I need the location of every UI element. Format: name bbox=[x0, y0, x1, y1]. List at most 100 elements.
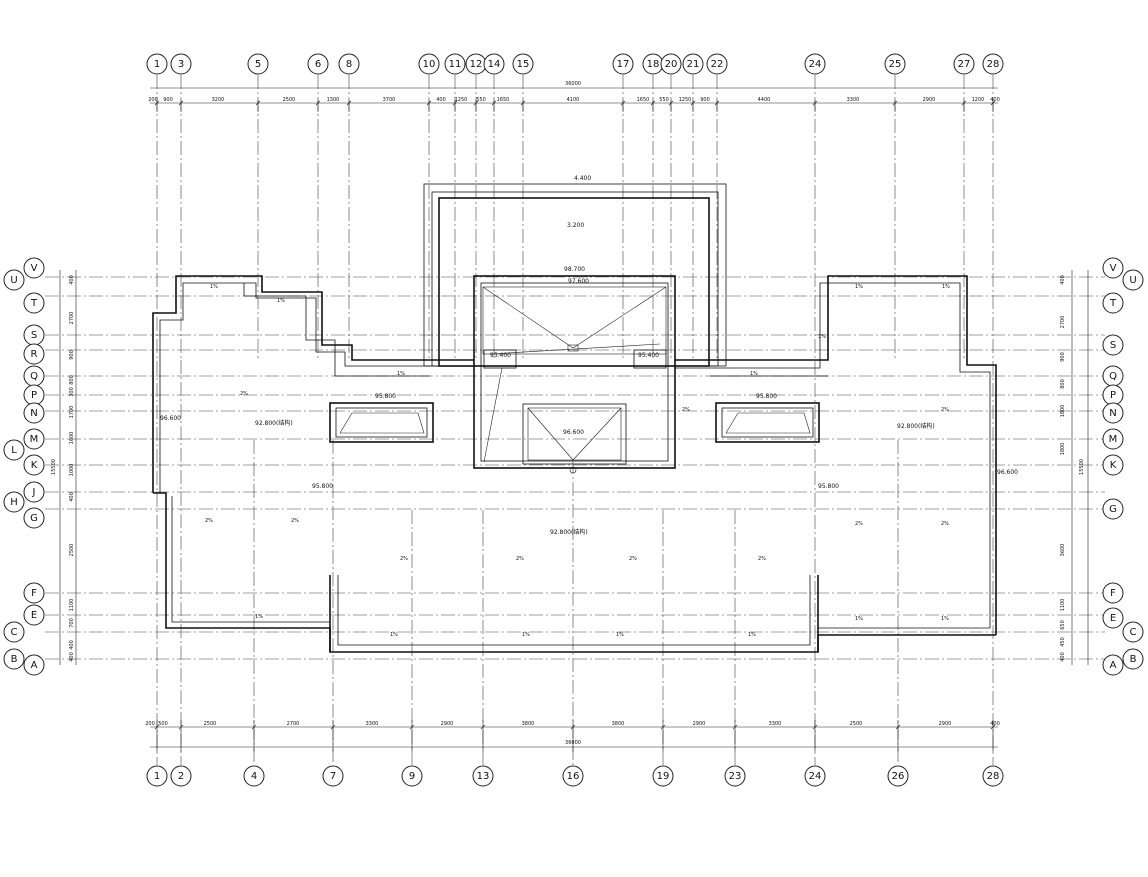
dim-top-total: 36000 bbox=[565, 81, 581, 87]
dim-top-segment: 200 bbox=[148, 97, 158, 103]
axis-bubble-circle bbox=[23, 292, 45, 314]
axis-bubble-label: J bbox=[32, 487, 36, 498]
axis-bubble-label: E bbox=[1110, 613, 1116, 624]
axis-bubble-right: A bbox=[1102, 654, 1124, 676]
elev-label: 95.800 bbox=[818, 483, 839, 490]
elev-label: 3.200 bbox=[567, 222, 584, 229]
axis-bubble-label: V bbox=[31, 263, 38, 274]
slope-label: 1% bbox=[941, 616, 949, 622]
elev-label: 96.600 bbox=[563, 429, 584, 436]
axis-bubble-bottom: 2 bbox=[170, 765, 192, 787]
slope-labels: 1% 1% 1% 1% 1% 2% 2% 2% 2% 2% 2% 2% 2% 2… bbox=[205, 284, 950, 638]
axis-bubble-label: G bbox=[1109, 504, 1117, 515]
axis-bubble-top: 28 bbox=[982, 53, 1004, 75]
axis-bubble-label: 4 bbox=[251, 771, 257, 782]
dim-bottom-segment: 500 bbox=[158, 721, 168, 727]
axis-bubble-label: V bbox=[1110, 263, 1117, 274]
slope-label: 1% bbox=[616, 632, 624, 638]
axis-bubble-label: M bbox=[1109, 434, 1118, 445]
axis-bubble-label: A bbox=[1110, 660, 1117, 671]
axis-bubble-label: 6 bbox=[315, 59, 321, 70]
dim-top-segment: 2500 bbox=[283, 97, 296, 103]
axis-bubble-circle bbox=[1122, 269, 1144, 291]
axis-bubble-right: V bbox=[1102, 257, 1124, 279]
axis-bubble-circle bbox=[23, 654, 45, 676]
slope-label: 2% bbox=[682, 407, 690, 413]
axis-bubble-left: C bbox=[3, 621, 25, 643]
dim-right-segment: 900 bbox=[1060, 352, 1066, 362]
axis-bubble-circle bbox=[953, 53, 975, 75]
axis-bubble-bottom: 28 bbox=[982, 765, 1004, 787]
dim-left-segment: 2700 bbox=[69, 312, 75, 325]
axis-bubble-bottom: 13 bbox=[472, 765, 494, 787]
dim-top-segment: 1250 bbox=[679, 97, 692, 103]
axis-bubble-circle bbox=[3, 491, 25, 513]
axis-bubble-bottom: 23 bbox=[724, 765, 746, 787]
elev-label: 96.600 bbox=[997, 469, 1018, 476]
axis-bubble-bottom: 1 bbox=[146, 765, 168, 787]
axis-bubble-label: 10 bbox=[423, 59, 436, 70]
axis-bubble-left: E bbox=[23, 604, 45, 626]
dim-left-segment: 400 bbox=[69, 640, 75, 650]
axis-bubble-circle bbox=[247, 53, 269, 75]
axis-bubble-label: F bbox=[31, 588, 37, 599]
axis-bubble-label: 20 bbox=[665, 59, 678, 70]
axis-bubble-label: 26 bbox=[892, 771, 905, 782]
axis-bubble-label: 1 bbox=[154, 771, 160, 782]
axis-bubble-circle bbox=[23, 343, 45, 365]
dim-right-segment: 400 bbox=[1060, 652, 1066, 662]
slope-label: 2% bbox=[855, 521, 863, 527]
dim-bottom-segment: 3300 bbox=[366, 721, 379, 727]
axis-bubble-label: M bbox=[30, 434, 39, 445]
axis-bubble-circle bbox=[243, 765, 265, 787]
slope-label: 1% bbox=[397, 371, 405, 377]
axis-bubble-circle bbox=[1122, 621, 1144, 643]
axis-bubble-circle bbox=[1102, 292, 1124, 314]
axis-bubble-right: P bbox=[1102, 384, 1124, 406]
axis-bubble-top: 1 bbox=[146, 53, 168, 75]
dim-left-segment: 400 bbox=[69, 492, 75, 502]
axis-bubble-circle bbox=[1102, 607, 1124, 629]
axis-bubble-bottom: 16 bbox=[562, 765, 584, 787]
axis-bubble-circle bbox=[146, 765, 168, 787]
slope-label: 1% bbox=[818, 334, 826, 340]
axis-bubble-left: H bbox=[3, 491, 25, 513]
axis-bubble-right: N bbox=[1102, 402, 1124, 424]
slope-label: 1% bbox=[855, 284, 863, 290]
dim-bottom-segment: 3800 bbox=[612, 721, 625, 727]
axis-bubble-top: 21 bbox=[682, 53, 704, 75]
axis-bubble-label: 5 bbox=[255, 59, 261, 70]
dim-right-segment: 1100 bbox=[1060, 599, 1066, 612]
dim-bottom-segment: 2500 bbox=[204, 721, 217, 727]
axis-bubble-circle bbox=[444, 53, 466, 75]
axis-bubble-circle bbox=[3, 621, 25, 643]
axis-bubble-left: L bbox=[3, 439, 25, 461]
axis-bubble-label: E bbox=[31, 610, 37, 621]
axis-bubble-circle bbox=[483, 53, 505, 75]
axis-bubble-label: C bbox=[11, 627, 18, 638]
axis-bubble-circle bbox=[887, 765, 909, 787]
axis-bubble-label: P bbox=[1110, 390, 1116, 401]
axis-bubble-label: 15 bbox=[517, 59, 530, 70]
axis-bubble-circle bbox=[23, 428, 45, 450]
dim-top-segment: 3300 bbox=[847, 97, 860, 103]
axis-bubble-top: 14 bbox=[483, 53, 505, 75]
dim-top-segment: 900 bbox=[163, 97, 173, 103]
axis-bubble-label: R bbox=[31, 349, 38, 360]
dim-bottom-segment: 2900 bbox=[693, 721, 706, 727]
axis-bubble-top: 12 bbox=[465, 53, 487, 75]
axis-bubble-circle bbox=[982, 765, 1004, 787]
axis-bubble-left: N bbox=[23, 402, 45, 424]
axis-bubble-circle bbox=[982, 53, 1004, 75]
axis-bubble-label: B bbox=[11, 654, 18, 665]
dim-top-segment: 3200 bbox=[212, 97, 225, 103]
axis-bubble-label: T bbox=[1109, 298, 1117, 309]
dim-top-segment: 2900 bbox=[923, 97, 936, 103]
axis-bubble-label: 12 bbox=[470, 59, 483, 70]
slope-label: 1% bbox=[210, 284, 218, 290]
dim-bottom-segment: 200 bbox=[145, 721, 155, 727]
